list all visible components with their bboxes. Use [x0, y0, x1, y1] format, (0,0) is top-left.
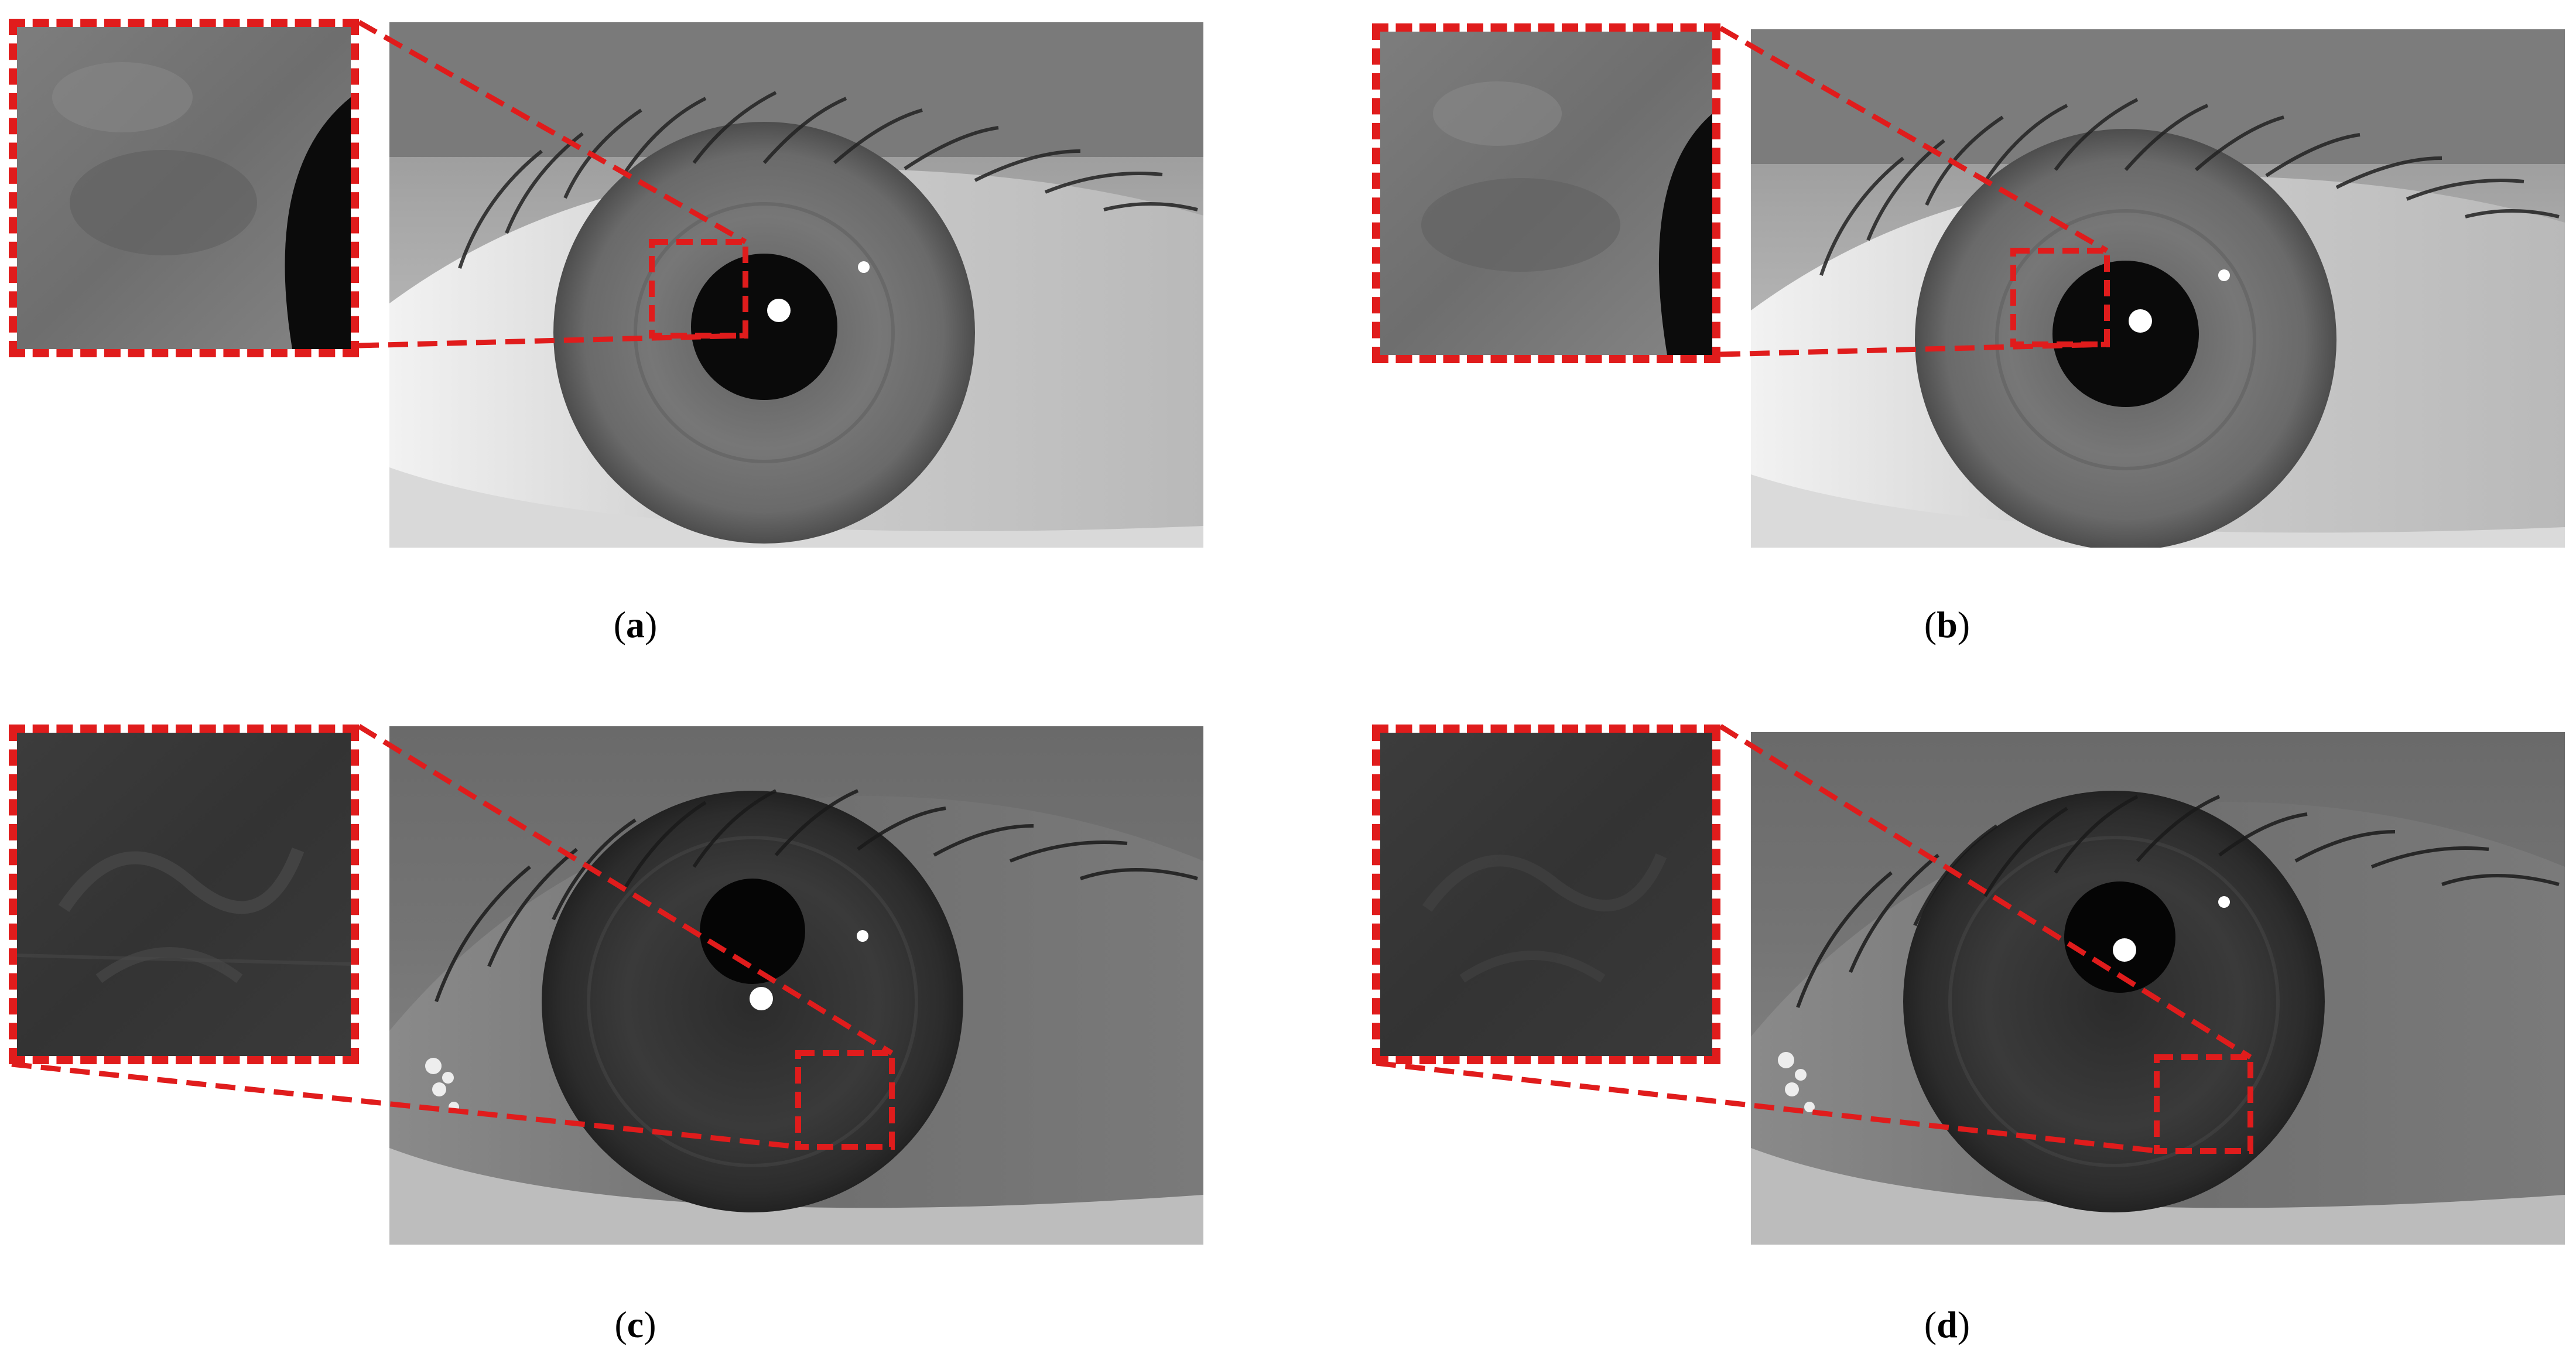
caption-c: (c): [614, 1304, 656, 1345]
panel-d: (d): [1288, 679, 2576, 1360]
panel-b: (b): [1288, 0, 2576, 679]
caption-a: (a): [613, 604, 658, 645]
panel-a: (a): [0, 0, 1288, 679]
zoom-inset-d: [1372, 725, 1720, 1064]
eye-photo-a: [389, 22, 1203, 548]
eye-photo-d: [1751, 732, 2565, 1245]
eye-photo-c: [389, 726, 1203, 1245]
zoom-inset-b: [1372, 23, 1720, 363]
caption-d: (d): [1924, 1304, 1971, 1345]
eye-photo-b: [1751, 29, 2565, 548]
zoom-inset-c: [9, 725, 359, 1064]
caption-b: (b): [1924, 604, 1971, 645]
panel-c: (c): [0, 679, 1288, 1360]
zoom-inset-a: [9, 19, 359, 357]
